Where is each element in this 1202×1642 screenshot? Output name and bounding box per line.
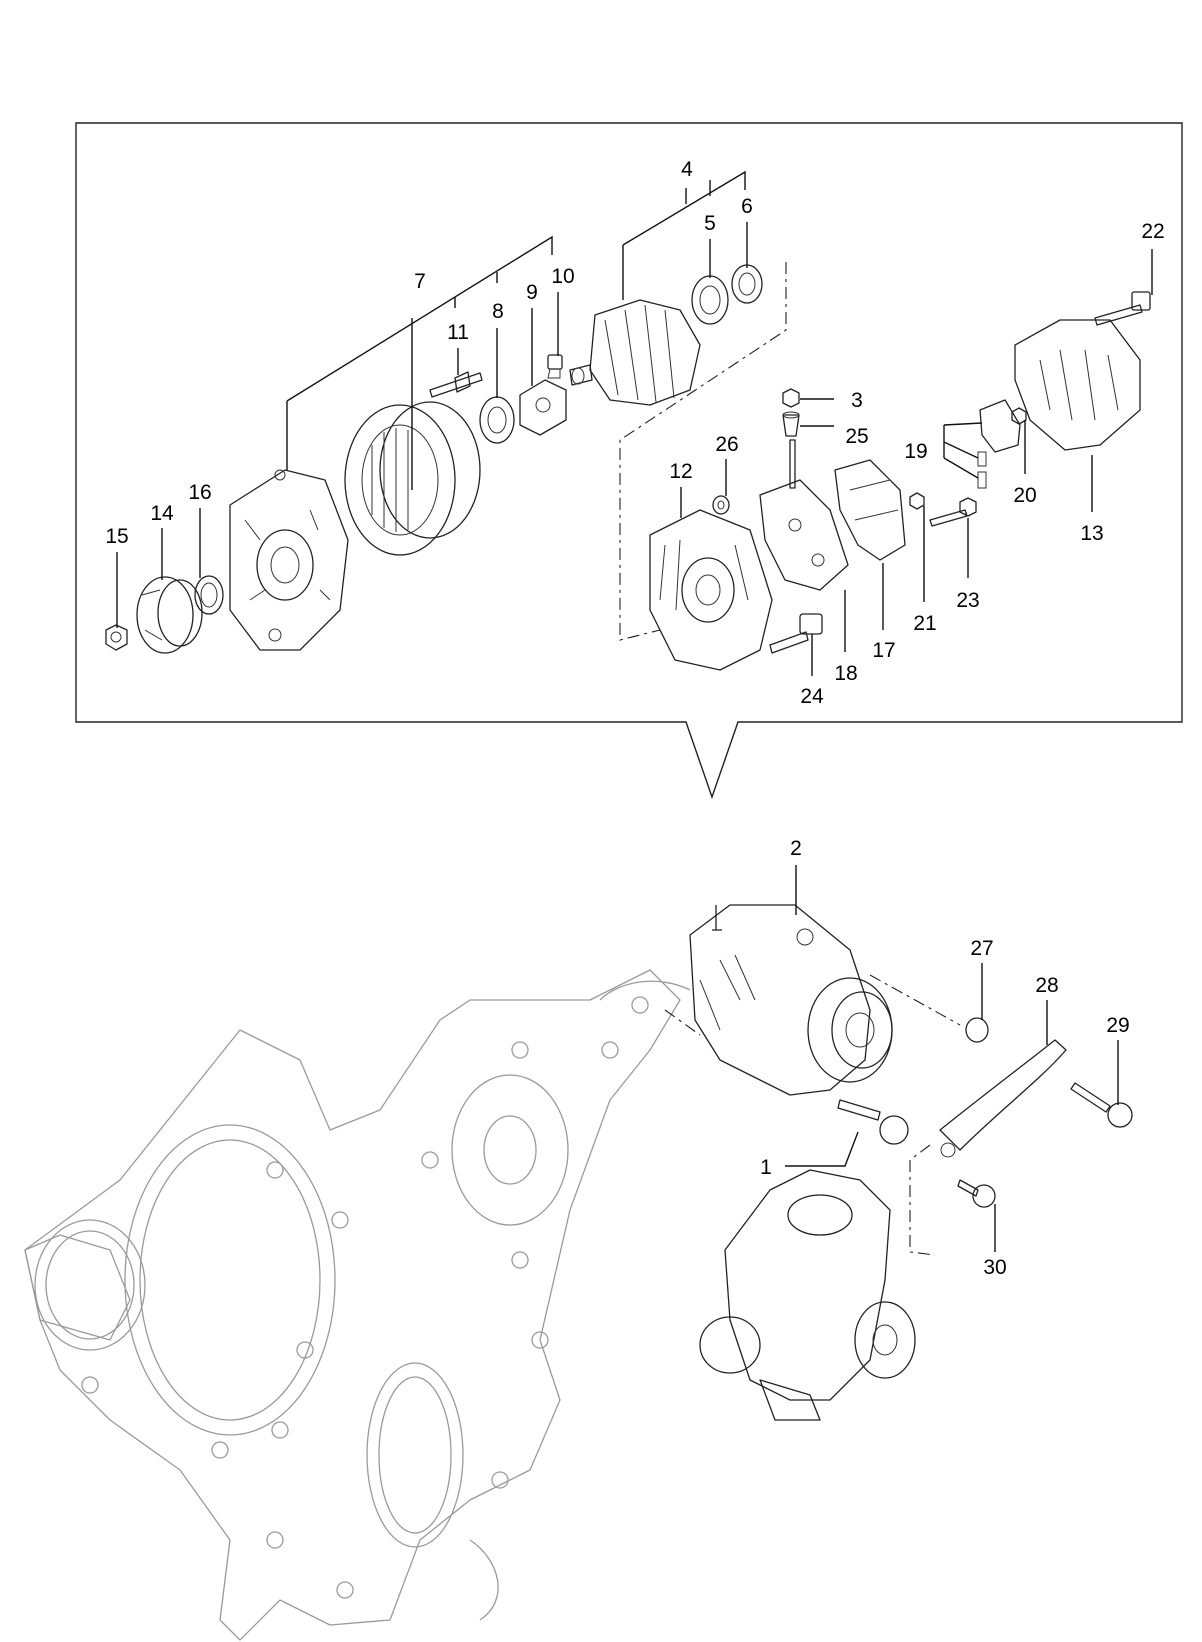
part-stator [344, 401, 481, 556]
part-16-spacer [194, 575, 224, 615]
callout-21: 21 [913, 612, 936, 635]
callout-16: 16 [188, 481, 211, 504]
callout-labels: 1 2 3 4 5 6 7 8 9 10 11 12 13 14 15 16 1… [105, 158, 1164, 1279]
callout-6: 6 [741, 195, 753, 218]
part-27-spacer [965, 1017, 989, 1043]
callout-20: 20 [1013, 484, 1036, 507]
part-18-rectifier [759, 439, 849, 591]
timing-cover [24, 969, 691, 1641]
part-rotor [569, 299, 701, 406]
callout-1: 1 [760, 1156, 772, 1179]
part-24-bolt [769, 613, 823, 654]
callout-15: 15 [105, 525, 128, 548]
lower-assembly-line-1 [664, 1009, 701, 1036]
part-28-adjusting-bar [939, 1039, 1067, 1158]
callout-30: 30 [983, 1256, 1006, 1279]
leader-lines [116, 170, 1153, 1252]
callout-3: 3 [851, 389, 863, 412]
part-20-screw [1011, 407, 1027, 425]
part-water-pump [699, 1169, 916, 1421]
callout-17: 17 [872, 639, 895, 662]
part-12-rear-frame [649, 509, 773, 671]
part-30-bolt [957, 1179, 996, 1208]
callout-26: 26 [715, 433, 738, 456]
lower-assembly-line-3 [909, 1144, 936, 1256]
part-23-screw [929, 497, 977, 527]
callout-22: 22 [1141, 220, 1164, 243]
callout-25: 25 [845, 425, 868, 448]
part-10-screw [547, 354, 563, 379]
callout-11: 11 [447, 321, 469, 344]
callout-2: 2 [790, 837, 802, 860]
part-19-regulator [977, 399, 1021, 489]
callout-28: 28 [1035, 974, 1058, 997]
callout-18: 18 [834, 662, 857, 685]
callout-19: 19 [904, 440, 927, 463]
callout-9: 9 [526, 281, 538, 304]
callout-27: 27 [970, 937, 993, 960]
part-8-bearing [479, 396, 515, 444]
callout-5: 5 [704, 212, 716, 235]
callout-7: 7 [414, 270, 426, 293]
callout-10: 10 [551, 265, 574, 288]
part-drive-end-frame [229, 469, 349, 651]
part-9-retainer-plate [519, 379, 567, 436]
part-17-brush-holder [834, 459, 906, 561]
callout-13: 13 [1080, 522, 1103, 545]
part-5-rear-bearing [691, 275, 729, 325]
part-13-rear-cover [1014, 319, 1141, 451]
inset-assembly-line [619, 262, 787, 641]
part-21-screw [909, 492, 925, 510]
callout-4: 4 [681, 158, 693, 181]
callout-14: 14 [150, 502, 174, 525]
callout-23: 23 [956, 589, 979, 612]
part-22-bolt [1094, 291, 1151, 326]
callout-29: 29 [1106, 1014, 1129, 1037]
callout-8: 8 [492, 300, 504, 323]
part-2-alternator [689, 904, 893, 1096]
part-25-insulator [782, 411, 800, 437]
lower-assembly-line-2 [869, 974, 961, 1026]
part-15-pulley-nut [105, 624, 128, 651]
part-6-seal [731, 264, 763, 304]
part-11-stud [429, 371, 483, 398]
part-1-bolt [837, 1099, 909, 1145]
callout-12: 12 [669, 460, 692, 483]
part-3-nut [782, 388, 800, 408]
callout-24: 24 [800, 685, 824, 708]
part-14-pulley [136, 576, 203, 654]
part-26-washer [712, 495, 730, 515]
part-29-bolt [1070, 1082, 1133, 1128]
inset-frame [75, 122, 1183, 800]
